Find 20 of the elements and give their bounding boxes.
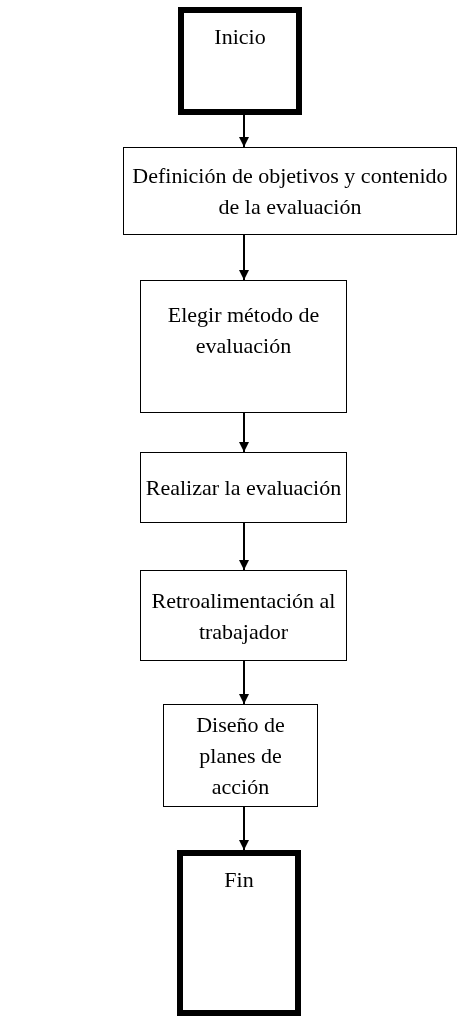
process-box (123, 147, 457, 235)
arrow (239, 412, 249, 453)
node-label: Retroalimentación al trabajador (150, 586, 337, 646)
node-label: Inicio (213, 23, 267, 51)
arrow (239, 234, 249, 281)
arrow (239, 806, 249, 851)
process-box (140, 280, 347, 413)
arrow (239, 114, 249, 148)
process-box (140, 570, 347, 661)
start-box (178, 7, 302, 115)
end-box (177, 850, 301, 1016)
node-label: Realizar la evaluación (144, 474, 343, 502)
node-label: Diseño de planes de acción (195, 711, 286, 801)
node-label: Definición de objetivos y contenido de la evaluación (131, 162, 449, 221)
process-box (163, 704, 318, 807)
node-label: Fin (223, 866, 255, 894)
node-label: Elegir método de evaluación (166, 301, 321, 360)
arrow (239, 660, 249, 705)
arrow (239, 522, 249, 571)
process-box (140, 452, 347, 523)
